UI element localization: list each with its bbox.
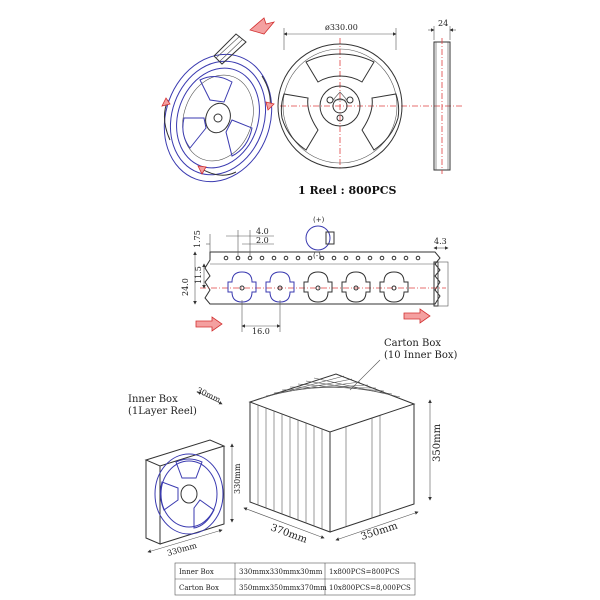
tape-pocket-pitch-label: 16.0 (252, 327, 270, 336)
carton-height-label: 350mm (432, 423, 443, 462)
tape-edge-label: 1.75 (193, 230, 202, 248)
tape-width-label: 24.0 (181, 278, 190, 296)
table-cell: 350mmx350mmx370mm (239, 584, 327, 592)
negative-polarity-label: (-) (313, 252, 321, 260)
reel-width-label: 24 (438, 19, 448, 28)
table-cell: 10x800PCS=8,000PCS (329, 584, 411, 592)
carton-box-subtitle: (10 Inner Box) (384, 350, 458, 361)
inner-width-label: 330mm (166, 541, 198, 558)
reel-quantity-caption: 1 Reel : 800PCS (298, 184, 397, 197)
inner-thickness-label: 30mm (195, 386, 222, 405)
inner-box-drawing: Inner Box (1Layer Reel) 30mm 330mm 330mm (128, 386, 242, 558)
tape-pitch-label: 4.0 (256, 227, 269, 236)
packaging-table: Inner Box 330mmx330mmx30mm 1x800PCS=800P… (174, 562, 416, 596)
carton-width-label: 350mm (360, 520, 400, 542)
inner-box-title: Inner Box (128, 394, 178, 405)
table-cell: 330mmx330mmx30mm (239, 568, 323, 576)
positive-polarity-label: (+) (313, 216, 325, 224)
reel-side-view: 24 (428, 19, 456, 174)
feed-direction-arrow-icon (195, 316, 223, 332)
carton-depth-label: 370mm (269, 522, 309, 546)
tape-hole-label: 2.0 (256, 236, 269, 245)
table-cell: Carton Box (179, 584, 219, 592)
feed-direction-arrow-icon (403, 308, 431, 324)
inner-height-label: 330mm (233, 463, 242, 494)
table-cell: Inner Box (179, 568, 214, 576)
pull-direction-arrow-icon (249, 17, 276, 35)
carton-box-title: Carton Box (384, 338, 441, 349)
carton-box-drawing: Carton Box (10 Inner Box) 350mm 370mm 35… (243, 338, 458, 546)
inner-box-subtitle: (1Layer Reel) (128, 406, 197, 417)
tape-offset-label: 11.5 (194, 266, 203, 284)
tape-thickness-label: 4.3 (434, 237, 447, 246)
reel-perspective-drawing (161, 17, 276, 183)
table-cell: 1x800PCS=800PCS (329, 568, 400, 576)
reel-diameter-label: ø330.00 (325, 23, 358, 32)
carrier-tape-drawing: 24.0 11.5 1.75 4.0 2.0 16.0 (+) (-) 4.3 (181, 216, 449, 336)
reel-front-view: ø330.00 (277, 23, 462, 170)
